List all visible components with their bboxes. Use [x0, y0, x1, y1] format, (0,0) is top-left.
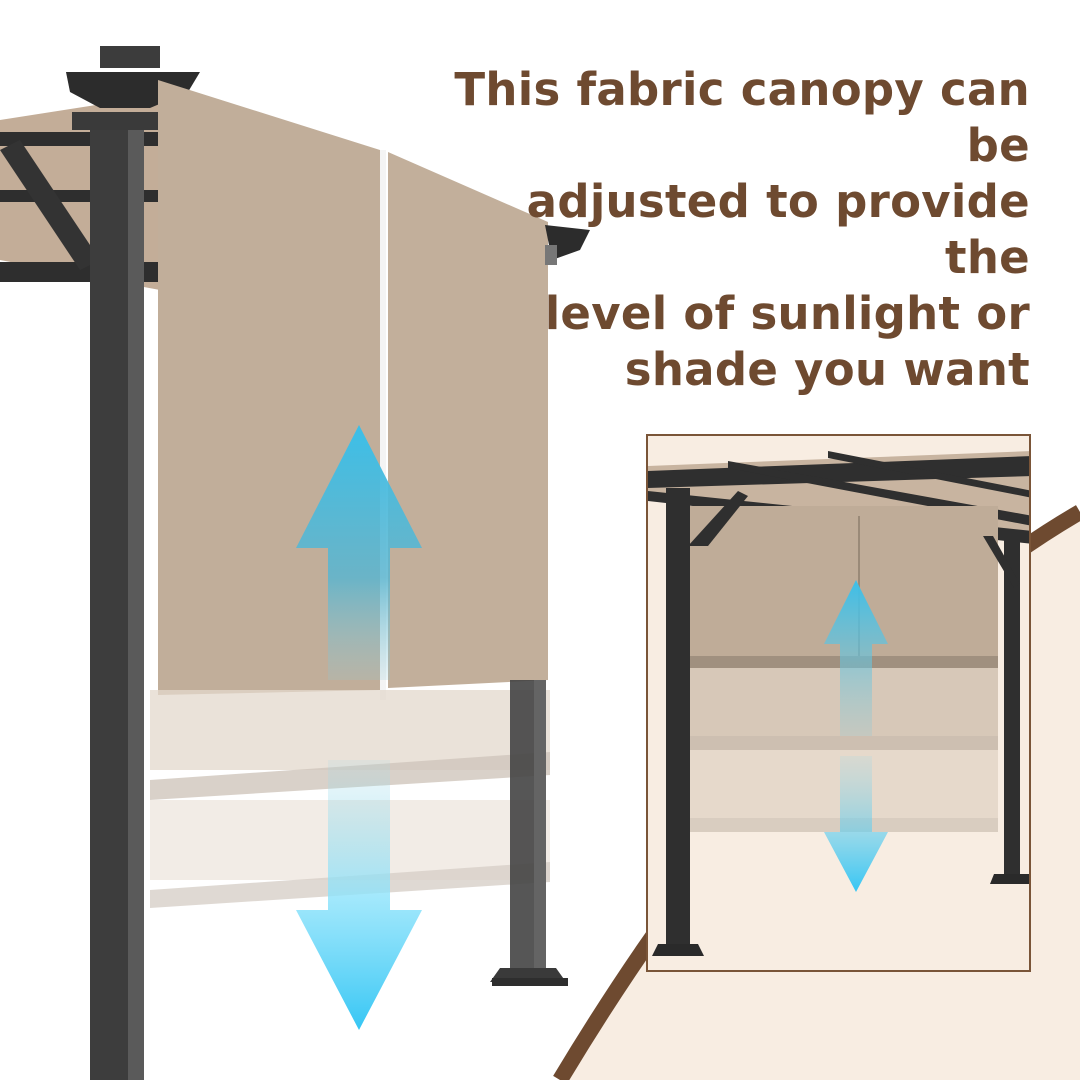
- headline-line-2: adjusted to provide the: [526, 175, 1030, 284]
- headline-line-3: level of sunlight or: [544, 287, 1030, 340]
- inset-pergola-image: [646, 434, 1031, 972]
- headline: This fabric canopy can be adjusted to pr…: [430, 62, 1030, 398]
- headline-line-4: shade you want: [624, 343, 1030, 396]
- headline-line-1: This fabric canopy can be: [454, 63, 1030, 172]
- up-down-arrow-icon: [296, 425, 422, 1030]
- inset-up-down-arrow-icon: [824, 580, 888, 892]
